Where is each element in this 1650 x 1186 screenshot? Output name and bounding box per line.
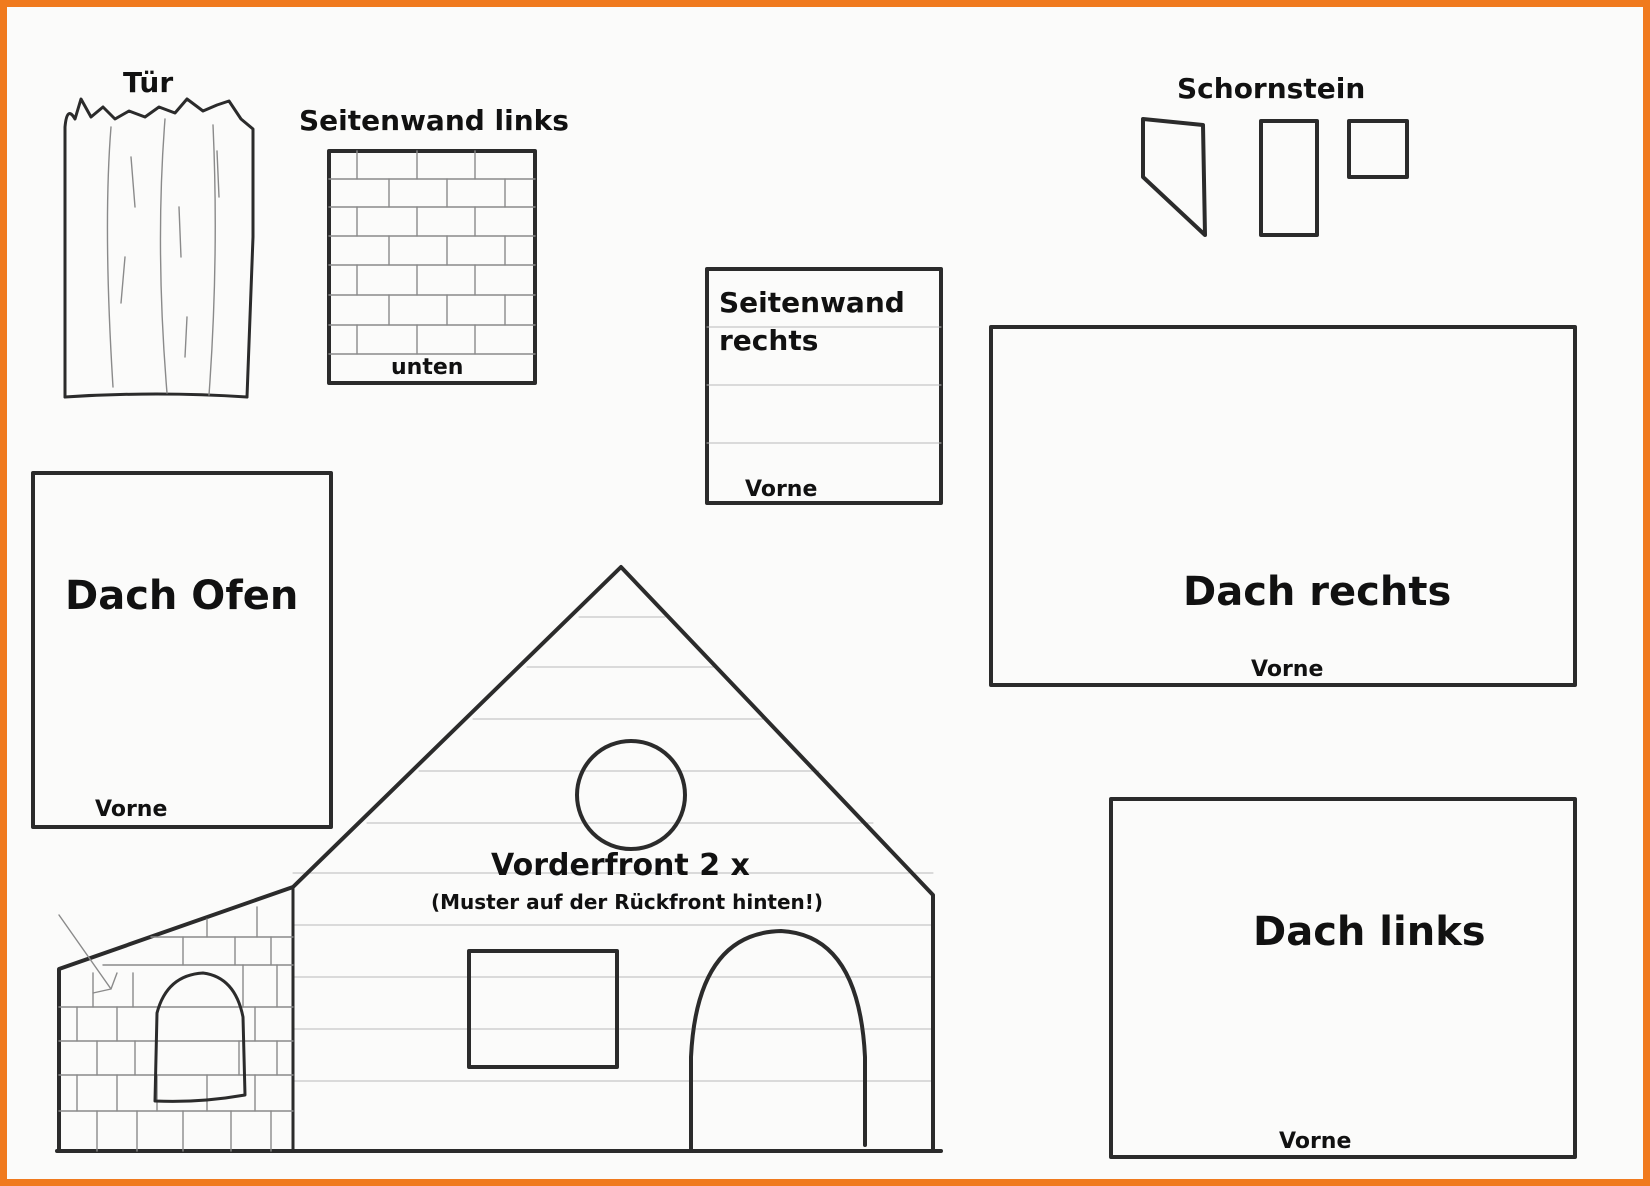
oven-roof-bottom-label: Vorne (95, 797, 168, 822)
roof-right-piece (989, 325, 1577, 687)
side-wall-right-piece (705, 267, 943, 505)
side-wall-right-label-line2: rechts (719, 324, 819, 357)
door-label: Tür (123, 66, 174, 99)
roof-right-bottom-label: Vorne (1251, 657, 1324, 682)
side-wall-left-label: Seitenwand links (299, 104, 569, 137)
roof-left-piece (1109, 797, 1577, 1159)
chimney-label: Schornstein (1177, 72, 1366, 105)
roof-left-label: Dach links (1253, 909, 1486, 955)
roof-right-label: Dach rechts (1183, 569, 1452, 615)
front-wall-label: Vorderfront 2 x (491, 848, 750, 883)
door-piece (63, 97, 255, 399)
front-wall-piece (55, 565, 943, 1153)
house-template-drawing (31, 97, 1577, 1159)
side-wall-right-label-line1: Seitenwand (719, 286, 905, 319)
chimney-pieces (1141, 117, 1409, 237)
oven-roof-label: Dach Ofen (65, 573, 299, 619)
roof-left-bottom-label: Vorne (1279, 1129, 1352, 1154)
side-wall-left-bottom-label: unten (391, 355, 464, 380)
front-wall-note: (Muster auf der Rückfront hinten!) (431, 890, 824, 914)
side-wall-left-piece (327, 149, 537, 385)
side-wall-right-bottom-label: Vorne (745, 477, 818, 502)
oven-roof-piece (31, 471, 333, 829)
